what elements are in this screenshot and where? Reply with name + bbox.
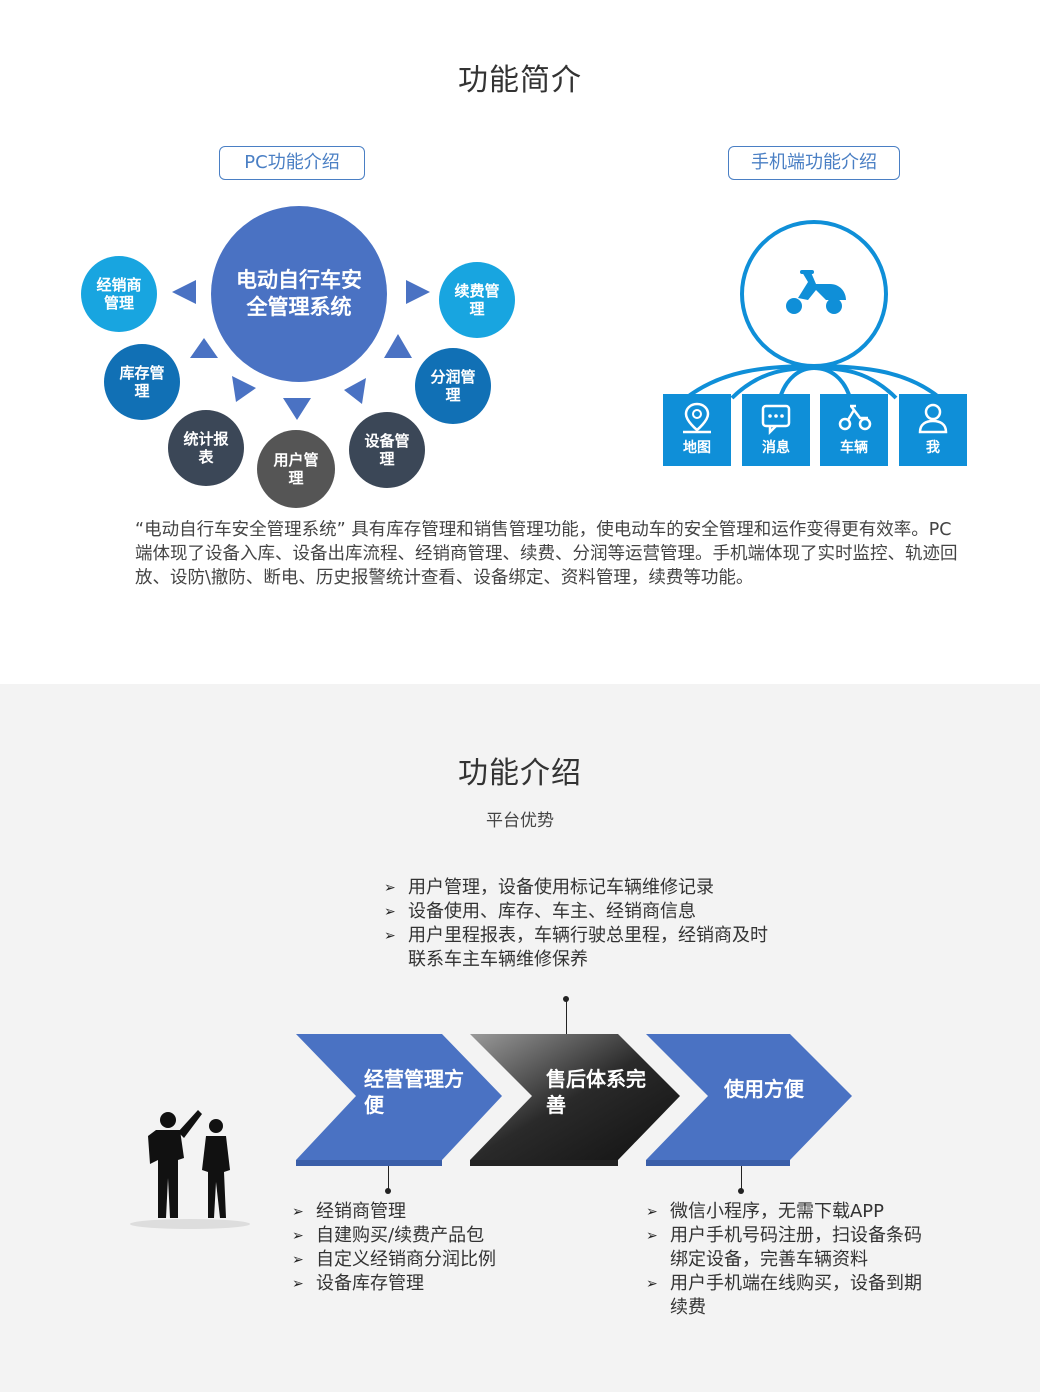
connector-line-left [388,1166,389,1190]
connector-dot-right [738,1188,744,1194]
arrow-down-left [232,376,256,402]
business-people-illustration [130,1110,250,1229]
module-statistics-reports: 统计报表 [168,410,244,486]
arrow-label-after-sales: 售后体系完善 [546,1067,646,1117]
arrow-up-right [384,334,412,358]
mobile-diagram [684,220,942,400]
arrow-left [172,280,196,304]
scooter-icon [786,270,846,314]
arrow-label-operations: 经营管理方便 [364,1067,464,1117]
list-item: 自定义经销商分润比例 [292,1248,622,1272]
scooter-icon [838,404,872,431]
list-item: 用户手机号码注册，扫设备条码绑定设备，完善车辆资料 [646,1224,936,1272]
tile-map-label: 地图 [683,440,711,456]
arrow-down-right [344,378,366,404]
tile-message-label: 消息 [762,440,790,456]
module-dealer-management: 经销商管理 [81,256,157,332]
features-title: 功能介绍 [458,756,582,791]
process-arrow-after-sales [470,1034,680,1160]
map-pin-icon [683,402,711,434]
module-user-management: 用户管理 [257,430,335,508]
connector-dot-left [385,1188,391,1194]
arrow-down [283,398,311,420]
list-item: 用户手机端在线购买，设备到期续费 [646,1272,936,1320]
process-arrow-usability [646,1034,852,1160]
top-bullet-list: 用户管理，设备使用标记车辆维修记录 设备使用、库存、车主、经销商信息 用户里程报… [384,876,774,972]
tile-vehicle[interactable]: 车辆 [820,394,888,466]
pc-diagram-arrows [172,280,430,420]
list-item: 自建购买/续费产品包 [292,1224,622,1248]
tile-me[interactable]: 我 [899,394,967,466]
list-item: 用户管理，设备使用标记车辆维修记录 [384,876,774,900]
connector-line-top [566,999,567,1055]
user-icon [918,403,948,434]
pc-feature-tag: PC功能介绍 [219,146,365,180]
intro-title: 功能简介 [458,63,582,98]
intro-description: “电动自行车安全管理系统” 具有库存管理和销售管理功能，使电动车的安全管理和运作… [135,520,958,588]
list-item: 微信小程序，无需下载APP [646,1200,936,1224]
tile-vehicle-label: 车辆 [840,440,868,456]
process-arrow-operations [296,1034,502,1160]
mobile-feature-tag: 手机端功能介绍 [728,146,900,180]
module-profit-sharing-management: 分润管理 [415,348,491,424]
module-device-management: 设备管理 [349,412,425,488]
list-item: 用户里程报表，车辆行驶总里程，经销商及时联系车主车辆维修保养 [384,924,774,972]
left-bullet-list: 经销商管理 自建购买/续费产品包 自定义经销商分润比例 设备库存管理 [292,1200,622,1296]
center-system-circle: 电动自行车安全管理系统 [211,206,387,382]
arrow-right [406,280,430,304]
message-icon [761,404,791,436]
tile-message[interactable]: 消息 [742,394,810,466]
list-item: 设备使用、库存、车主、经销商信息 [384,900,774,924]
arrow-label-usability: 使用方便 [724,1077,804,1101]
list-item: 经销商管理 [292,1200,622,1224]
arrow-up-left [190,338,218,358]
features-subtitle: 平台优势 [486,811,554,831]
tile-map[interactable]: 地图 [663,394,731,466]
list-item: 设备库存管理 [292,1272,622,1296]
module-renewal-management: 续费管理 [439,262,515,338]
tile-me-label: 我 [926,440,940,456]
connector-line-right [741,1166,742,1190]
right-bullet-list: 微信小程序，无需下载APP 用户手机号码注册，扫设备条码绑定设备，完善车辆资料 … [646,1200,936,1320]
process-arrows [296,1034,852,1166]
module-inventory-management: 库存管理 [104,344,180,420]
